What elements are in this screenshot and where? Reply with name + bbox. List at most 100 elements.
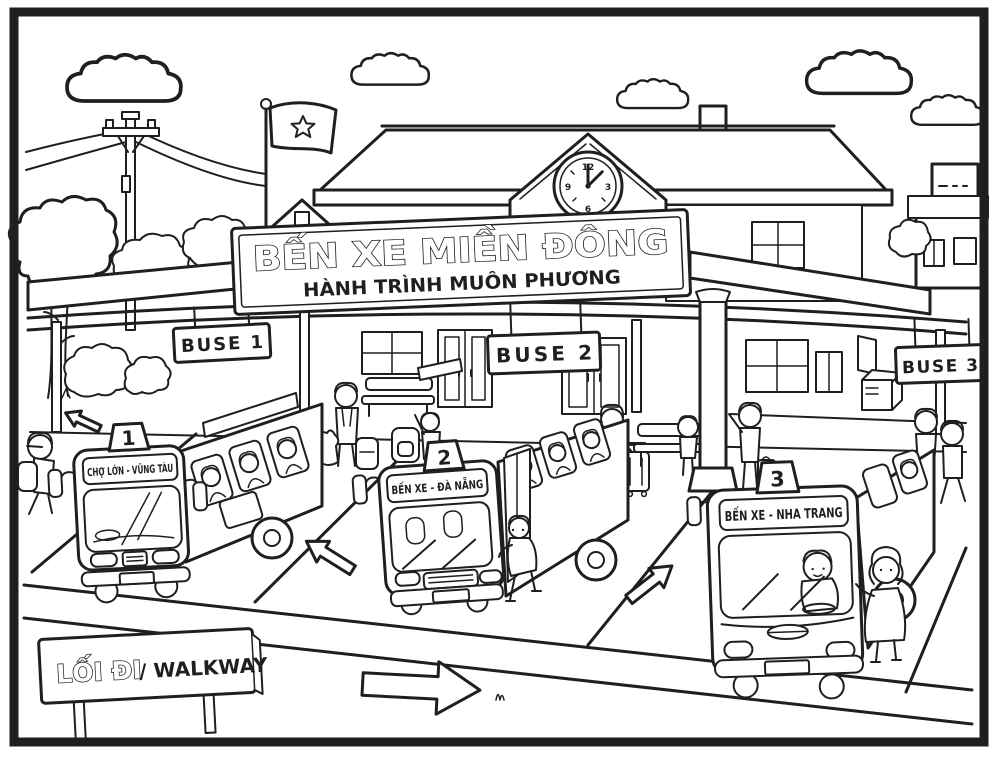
bush-right bbox=[887, 218, 932, 258]
clock-9: 9 bbox=[565, 183, 571, 193]
bay-sign-1: BUSE 1 bbox=[171, 299, 273, 364]
cloud-3 bbox=[615, 78, 690, 110]
sky bbox=[65, 49, 986, 127]
power-lines bbox=[25, 129, 267, 187]
bus-1-roof-vent bbox=[202, 392, 299, 438]
bus-1-windshield bbox=[82, 484, 183, 553]
bay-sign-3-label: BUSE 3 bbox=[902, 356, 979, 379]
station-facade bbox=[361, 319, 967, 424]
bus-1: 1 CHỢ LỚN - VŨNG TÀU bbox=[47, 392, 324, 604]
star-icon bbox=[290, 115, 316, 138]
raised-arm bbox=[414, 414, 425, 435]
bay-line-3 bbox=[586, 470, 730, 647]
clock-3: 3 bbox=[605, 183, 611, 193]
woman-beside-bus-3 bbox=[855, 546, 907, 663]
bench-1 bbox=[361, 377, 435, 417]
bay-sign-2: BUSE 2 bbox=[485, 293, 603, 376]
cap bbox=[26, 431, 53, 448]
bus-2-headlight-left bbox=[394, 570, 421, 587]
bus-1-number: 1 bbox=[121, 426, 136, 451]
arrow-bay-1 bbox=[299, 530, 360, 582]
clock-6: 6 bbox=[585, 205, 591, 215]
walkway-sign-leg-left bbox=[72, 698, 87, 745]
flag bbox=[260, 98, 338, 310]
arrow-bay-2 bbox=[620, 555, 681, 610]
bus-3-front: 3 BẾN XE - NHA TRANG bbox=[686, 460, 865, 700]
bus-3-driver bbox=[800, 549, 839, 615]
bus-3-license-plate bbox=[763, 659, 811, 676]
child-sitting bbox=[677, 415, 699, 476]
raised-arm bbox=[728, 413, 743, 433]
bus-1-route-sign bbox=[81, 452, 179, 486]
bus-2: 2 BẾN XE - ĐÀ NẴNG bbox=[351, 358, 630, 616]
bus-3-mirror-left bbox=[686, 496, 702, 527]
walkway-sign: LỐI ĐI / WALKWAY bbox=[37, 627, 269, 745]
backpack-1 bbox=[355, 437, 379, 470]
page-frame bbox=[9, 7, 989, 747]
bus-2-roof-vent bbox=[417, 358, 463, 381]
bus-3-window-1 bbox=[862, 463, 898, 509]
station-main-sign: BẾN XE MIỀN ĐÔNG HÀNH TRÌNH MUÔN PHƯƠNG bbox=[230, 208, 692, 316]
center-column bbox=[687, 288, 739, 493]
bus-1-license-plate bbox=[118, 570, 156, 586]
bus-2-headlight-right bbox=[478, 569, 503, 584]
bus-2-front: 2 BẾN XE - ĐÀ NẴNG bbox=[351, 439, 506, 616]
bus-1-number-sign bbox=[107, 421, 151, 453]
boarding-man bbox=[498, 514, 542, 602]
bus-3-headlight-left bbox=[723, 640, 754, 659]
clock-hands bbox=[586, 163, 604, 188]
bus-2-route-sign bbox=[385, 468, 489, 504]
steering-wheel bbox=[802, 602, 837, 615]
facade-window-open bbox=[857, 335, 877, 375]
power-pole bbox=[102, 111, 160, 331]
grass-tuft bbox=[495, 693, 505, 701]
bus-2-number-sign bbox=[422, 439, 466, 473]
bus-1-front: 1 CHỢ LỚN - VŨNG TÀU bbox=[47, 421, 209, 604]
bus-2-mirror-left bbox=[351, 474, 368, 505]
house-right bbox=[887, 162, 989, 290]
cloud-5 bbox=[910, 93, 986, 127]
bay-line-4 bbox=[904, 546, 968, 694]
cloud-4 bbox=[804, 49, 914, 96]
wall-stud bbox=[631, 319, 642, 413]
bus-1-headlight-right bbox=[151, 548, 180, 565]
station-clock: 12 3 6 9 bbox=[552, 150, 624, 222]
bus-3: 3 BẾN XE - NHA TRANG bbox=[686, 448, 936, 700]
canopy-post-1 bbox=[51, 321, 62, 433]
bus-2-seat-1 bbox=[405, 516, 426, 545]
cloud-1 bbox=[65, 52, 183, 103]
bus-3-number: 3 bbox=[770, 467, 785, 491]
station-building: 12 3 6 9 bbox=[312, 104, 894, 302]
bus-2-seat-2 bbox=[442, 510, 464, 538]
bay-sign-1-label: BUSE 1 bbox=[181, 332, 264, 357]
headscarf bbox=[868, 546, 904, 585]
bus-2-windshield bbox=[388, 501, 494, 573]
bus-2-wipers bbox=[401, 538, 477, 570]
bus-2-window-2 bbox=[538, 431, 578, 479]
bus-1-window-3 bbox=[266, 425, 310, 479]
bus-1-window-2 bbox=[228, 439, 272, 493]
flag-cloth bbox=[268, 101, 338, 155]
bus-1-steering-wheel bbox=[94, 529, 121, 541]
dress bbox=[863, 587, 907, 643]
arrow-platform-left bbox=[61, 404, 104, 437]
cloud-2 bbox=[350, 51, 431, 86]
bus-1-route: CHỢ LỚN - VŨNG TÀU bbox=[87, 462, 174, 479]
bus-2-window-3 bbox=[572, 418, 612, 466]
bus-2-license-plate bbox=[431, 588, 471, 604]
bus-1-headlight-left bbox=[89, 552, 118, 568]
bus-3-window-2 bbox=[892, 449, 928, 495]
bay-sign-2-label: BUSE 2 bbox=[496, 340, 593, 367]
bus-2-number: 2 bbox=[437, 445, 453, 470]
platform-edge bbox=[29, 431, 967, 453]
bus-1-mirror-right bbox=[192, 481, 209, 512]
bus-1-panel bbox=[218, 491, 264, 529]
backpack bbox=[17, 461, 38, 492]
bus-3-wipers bbox=[742, 573, 825, 611]
bay-sign-3: BUSE 3 bbox=[894, 317, 986, 385]
bush-mid bbox=[51, 343, 172, 399]
bus-3-number-sign bbox=[755, 460, 801, 495]
bus-3-route-sign bbox=[718, 495, 849, 531]
